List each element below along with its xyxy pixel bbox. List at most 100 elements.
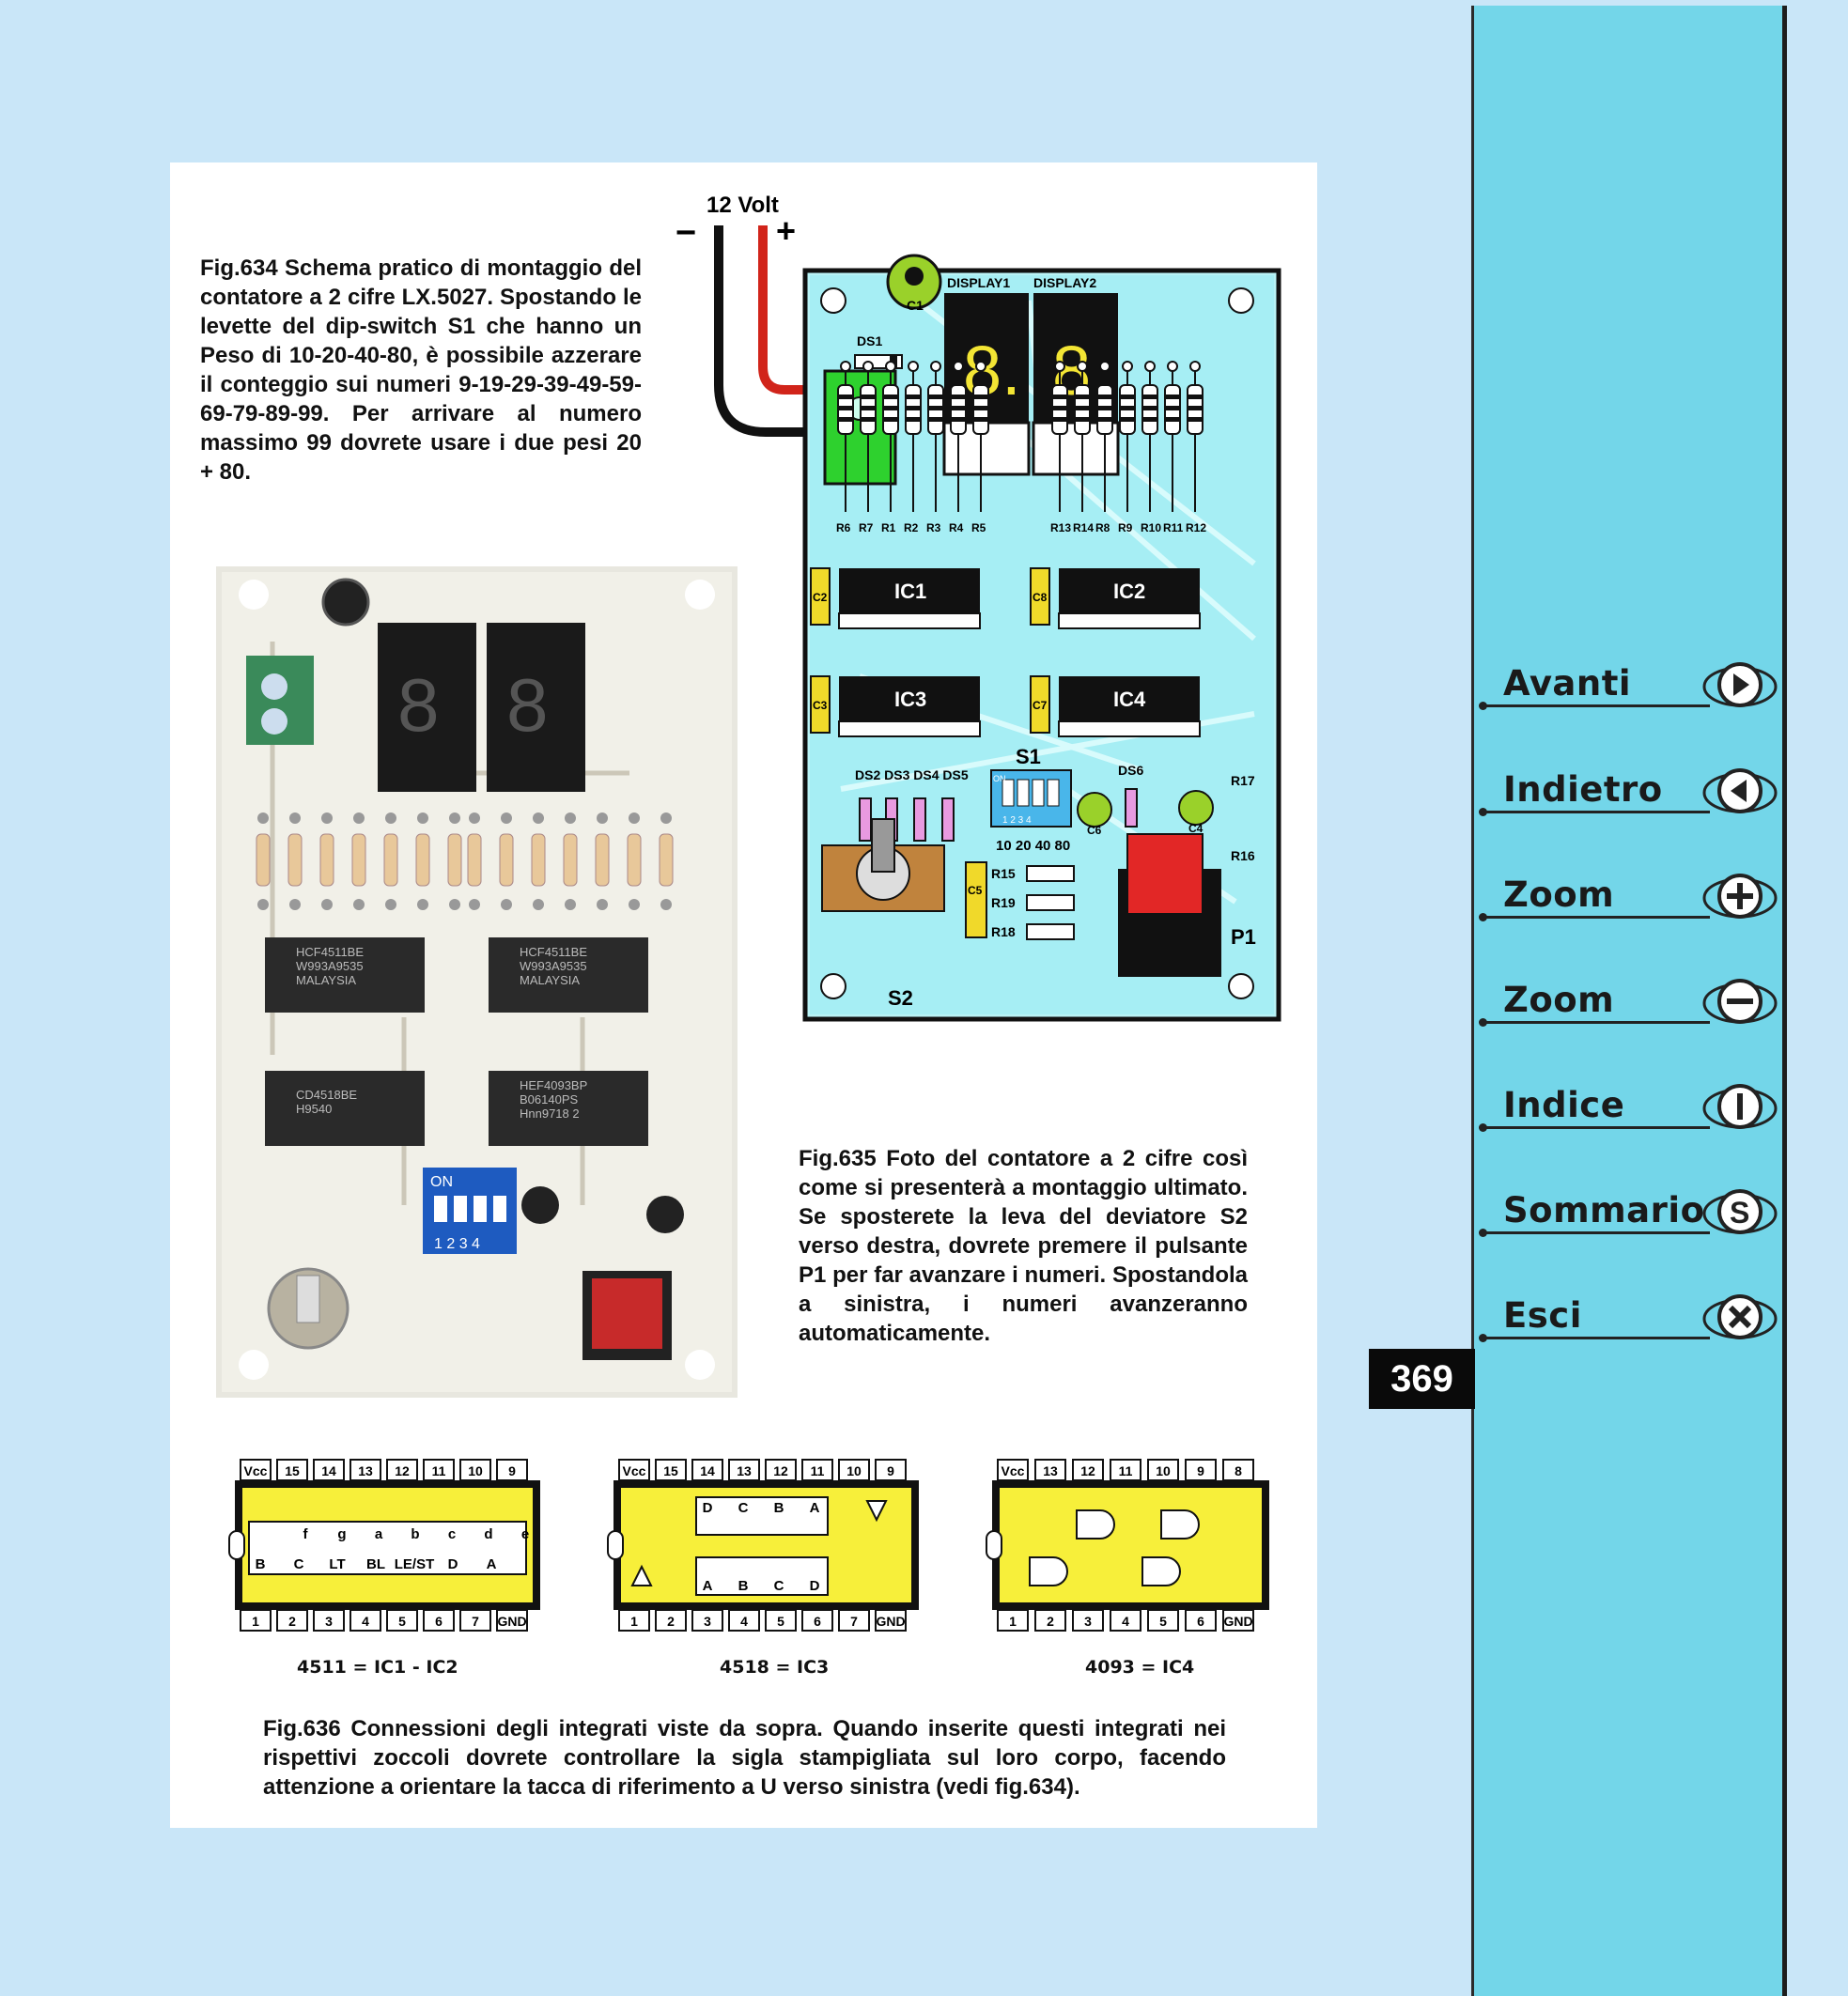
svg-text:8.: 8. (963, 332, 1021, 410)
nav-avanti[interactable]: Avanti (1477, 653, 1785, 713)
pin-label: 6 (1197, 1614, 1204, 1629)
photo-resistors (256, 812, 674, 910)
bullet-icon (1479, 808, 1487, 816)
resistor-label: R7 (859, 521, 874, 534)
pin-label: Vcc (623, 1463, 646, 1478)
resistor-label: R3 (926, 521, 941, 534)
pin-label: 13 (358, 1463, 373, 1478)
p1-label: P1 (1231, 925, 1256, 949)
svg-text:8: 8 (397, 663, 440, 747)
resistor-label: R12 (1186, 521, 1206, 534)
pin-function-label: D (448, 1556, 458, 1572)
pin-label: 3 (1084, 1614, 1092, 1629)
pin-label: 9 (887, 1463, 894, 1478)
pin-label: 9 (508, 1463, 516, 1478)
resistor-label: R8 (1095, 521, 1110, 534)
pin-function-label: B (738, 1578, 749, 1594)
svg-text:IC2: IC2 (1113, 580, 1145, 603)
pin-function-label: D (810, 1578, 820, 1594)
svg-text:IC1: IC1 (894, 580, 926, 603)
svg-text:8: 8 (506, 663, 549, 747)
resistor-label: R9 (1118, 521, 1133, 534)
pin-label: 4 (740, 1614, 748, 1629)
pin-label: Vcc (244, 1463, 268, 1478)
display2-label: DISPLAY2 (1033, 275, 1096, 290)
pin-label: 11 (811, 1463, 825, 1478)
svg-text:R19: R19 (991, 895, 1016, 910)
pin-label: 2 (288, 1614, 296, 1629)
pin-function-label: LT (329, 1556, 345, 1572)
pin-label: 7 (472, 1614, 479, 1629)
nav-indietro[interactable]: Indietro (1477, 759, 1785, 819)
pinout-4511-caption: 4511 = IC1 - IC2 (297, 1657, 458, 1678)
supply-label: 12 Volt (707, 193, 779, 218)
pin-label: 12 (1080, 1463, 1095, 1478)
caption-fig635: Fig.635 Foto del contatore a 2 cifre cos… (799, 1146, 1248, 1346)
nav-sommario[interactable]: Sommario S (1477, 1180, 1785, 1240)
svg-text:R15: R15 (991, 866, 1016, 881)
nav-indice[interactable]: Indice (1477, 1075, 1785, 1135)
svg-text:IC4: IC4 (1113, 688, 1146, 711)
forward-icon (1702, 662, 1778, 707)
resistor-label: R6 (836, 521, 851, 534)
nav-zoom-out[interactable]: Zoom (1477, 969, 1785, 1029)
pin-function-label: d (484, 1526, 492, 1542)
plus-sign: + (776, 211, 796, 250)
bullet-icon (1479, 1018, 1487, 1027)
svg-text:IC3: IC3 (894, 688, 926, 711)
photo-dip-nums: 1 2 3 4 (434, 1236, 480, 1252)
ds1-label: DS1 (857, 333, 882, 348)
summary-icon: S (1702, 1189, 1778, 1234)
pin-label: 6 (435, 1614, 443, 1629)
pin-label: 12 (395, 1463, 410, 1478)
zoom-in-icon (1702, 874, 1778, 919)
pinout-4518-caption: 4518 = IC3 (720, 1657, 830, 1678)
minus-sign: − (676, 213, 696, 253)
pin-function-label: C (774, 1578, 784, 1594)
pin-label: 1 (630, 1614, 638, 1629)
nav-esci[interactable]: Esci (1477, 1285, 1785, 1345)
ic1: C2 IC1 (810, 567, 981, 629)
nav-zoom-in[interactable]: Zoom (1477, 864, 1785, 924)
bullet-icon (1479, 1229, 1487, 1237)
display1-label: DISPLAY1 (947, 275, 1010, 290)
ds6-label: DS6 (1118, 763, 1143, 778)
resistor-label: R10 (1141, 521, 1161, 534)
caption-fig636: Fig.636 Connessioni degli integrati vist… (263, 1716, 1226, 1800)
pin-label: 11 (432, 1463, 446, 1478)
pin-function-label: BL (366, 1556, 385, 1572)
pin-label: 3 (704, 1614, 711, 1629)
svg-text:C8: C8 (1033, 591, 1048, 604)
weights-label: 10 20 40 80 (996, 838, 1070, 854)
zoom-out-icon (1702, 979, 1778, 1024)
svg-text:C5: C5 (968, 884, 983, 897)
photo-dip-on: ON (430, 1174, 453, 1190)
pin-function-label: D (703, 1500, 713, 1516)
pin-label: 5 (1159, 1614, 1167, 1629)
pin-label: 11 (1119, 1463, 1133, 1478)
svg-text:C6: C6 (1087, 824, 1102, 837)
resistor-label: R4 (949, 521, 964, 534)
r16-label: R16 (1231, 848, 1255, 863)
pin-label: 12 (773, 1463, 788, 1478)
pin-function-label: g (337, 1526, 346, 1542)
svg-text:R18: R18 (991, 924, 1016, 939)
pin-function-label: LE/ST (395, 1556, 435, 1572)
resistor-label: R2 (904, 521, 919, 534)
caption-fig634: Fig.634 Schema pratico di montaggio del … (200, 255, 642, 485)
r17-label: R17 (1231, 773, 1255, 788)
pin-label: 8 (1235, 1463, 1242, 1478)
pin-label: 6 (814, 1614, 821, 1629)
pin-label: GND (1223, 1614, 1252, 1629)
bullet-icon (1479, 1334, 1487, 1342)
pin-label: 10 (1156, 1463, 1171, 1478)
page-number: 369 (1369, 1349, 1475, 1409)
pinout-4093-caption: 4093 = IC4 (1085, 1657, 1195, 1678)
